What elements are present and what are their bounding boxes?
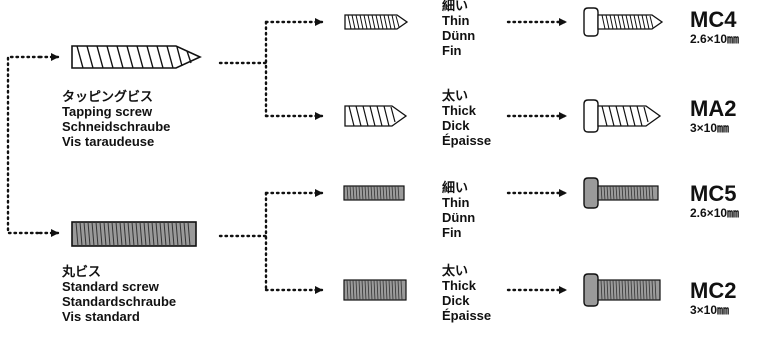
tapping-screw-large-icon xyxy=(71,45,202,69)
label-line: Épaisse xyxy=(442,308,492,323)
label-line: Épaisse xyxy=(442,133,492,148)
branch-connector-standard xyxy=(218,191,268,292)
standard-thin-label: 細い Thin Dünn Fin xyxy=(442,180,475,240)
mc2-screw-icon xyxy=(583,273,661,307)
mc2-size: 3×10㎜ xyxy=(690,303,730,317)
label-line: 細い xyxy=(442,0,469,13)
mc2-code: MC2 xyxy=(690,278,737,303)
mc4-screw-icon xyxy=(583,7,664,37)
mc5-screw-icon xyxy=(583,177,659,209)
standard-screw-large-icon xyxy=(71,221,197,247)
mc4-size: 2.6×10㎜ xyxy=(690,32,740,46)
label-line: Fin xyxy=(442,43,462,58)
tapping-thick-label: 太い Thick Dick Épaisse xyxy=(442,88,491,148)
ma2-screw-icon xyxy=(583,99,662,133)
standard-screw-thick-icon xyxy=(343,279,407,301)
mc5-code: MC5 xyxy=(690,181,737,206)
standard-screw-label: 丸ビス Standard screw Standardschraube Vis … xyxy=(62,264,176,324)
label-line: Schneidschraube xyxy=(62,119,171,134)
mc4-code: MC4 xyxy=(690,7,737,32)
label-line: Vis standard xyxy=(62,309,140,324)
label-line: 太い xyxy=(442,88,469,103)
label-line: Thick xyxy=(442,278,476,293)
label-line: 太い xyxy=(442,263,469,278)
label-line: Fin xyxy=(442,225,462,240)
ma2-size: 3×10㎜ xyxy=(690,121,730,135)
standard-thick-label: 太い Thick Dick Épaisse xyxy=(442,263,491,323)
tapping-screw-label: タッピングビス Tapping screw Schneidschraube Vi… xyxy=(62,89,170,149)
label-line: Tapping screw xyxy=(62,104,153,119)
label-line: Thick xyxy=(442,103,476,118)
tapping-screw-thick-icon xyxy=(344,105,408,127)
label-line: Dick xyxy=(442,118,470,133)
label-line: 丸ビス xyxy=(62,264,102,279)
standard-screw-thin-icon xyxy=(343,185,405,201)
label-line: Dünn xyxy=(442,210,476,225)
label-line: Thin xyxy=(442,13,470,28)
tapping-screw-thin-icon xyxy=(344,14,409,30)
label-line: Dick xyxy=(442,293,470,308)
label-line: Thin xyxy=(442,195,470,210)
ma2-code: MA2 xyxy=(690,96,737,121)
trunk-connector-tapping xyxy=(6,55,42,235)
branch-connector-tapping xyxy=(218,20,268,118)
tapping-thin-label: 細い Thin Dünn Fin xyxy=(442,0,475,58)
mc5-size: 2.6×10㎜ xyxy=(690,206,740,220)
label-line: Standardschraube xyxy=(62,294,177,309)
label-line: Standard screw xyxy=(62,279,159,294)
label-line: Dünn xyxy=(442,28,476,43)
label-line: タッピングビス xyxy=(62,89,154,104)
label-line: Vis taraudeuse xyxy=(62,134,155,149)
label-line: 細い xyxy=(442,180,469,195)
